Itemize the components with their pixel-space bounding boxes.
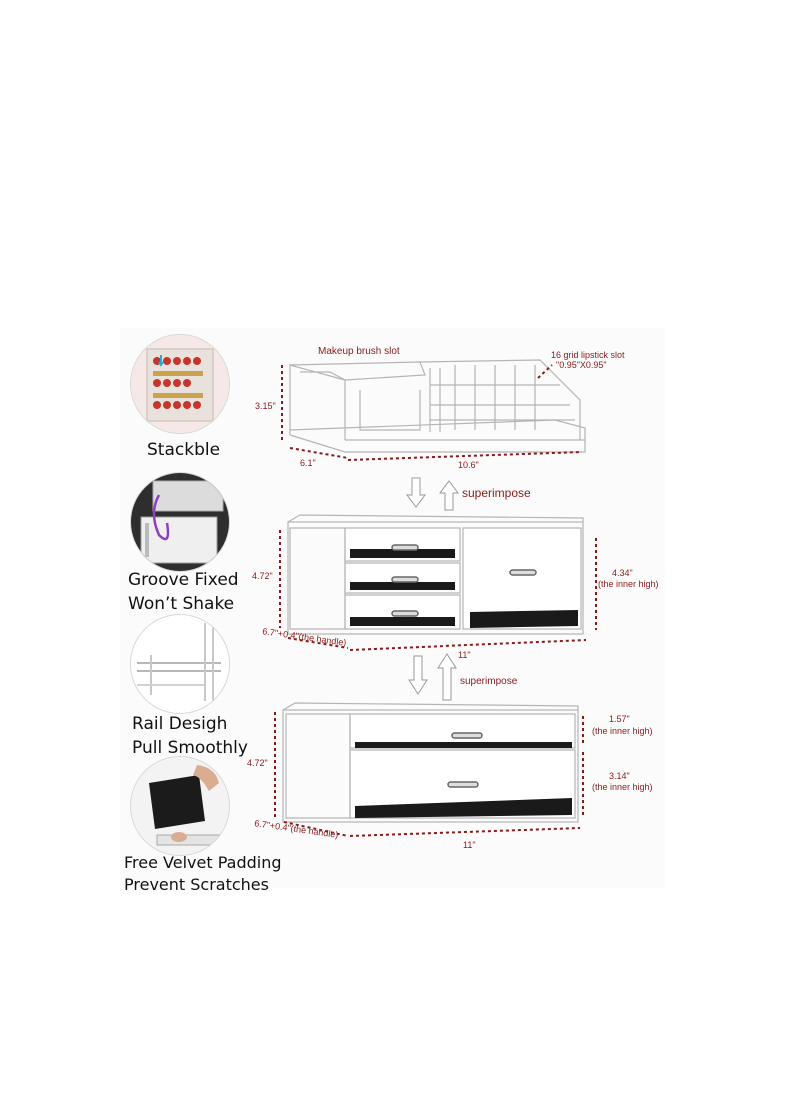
lipstick-slot-label: 16 grid lipstick slot: [551, 350, 625, 360]
groove-photo: [130, 472, 230, 572]
top-height: 3.15": [255, 401, 276, 411]
top-drawer-note: (the inner high): [592, 726, 653, 736]
top-tier: [289, 359, 586, 453]
brush-slot-label: Makeup brush slot: [318, 346, 400, 357]
top-width: 10.6": [458, 460, 479, 470]
feature-groove-line2: Won’t Shake: [128, 594, 235, 614]
superimpose-label-1: superimpose: [462, 486, 531, 500]
superimpose-label-2: superimpose: [460, 676, 518, 687]
bottom-drawer-inner: 3.14": [609, 771, 630, 781]
feature-stackable: Stackble: [147, 440, 221, 460]
middle-inner-height: 4.34": [612, 568, 633, 578]
velvet-photo: [130, 756, 230, 856]
bottom-height: 4.72": [247, 758, 268, 768]
feature-velvet: Free Velvet Padding: [124, 853, 282, 872]
bottom-drawer-note: (the inner high): [592, 782, 653, 792]
middle-inner-note: (the inner high): [598, 579, 659, 589]
rail-photo: [130, 614, 230, 714]
top-depth: 6.1": [300, 458, 316, 468]
lipstick-slot-size: "0.95"X0.95": [556, 360, 607, 370]
feature-rail: Rail Desigh: [132, 714, 228, 734]
middle-height: 4.72": [252, 571, 273, 581]
feature-rail-line2: Pull Smoothly: [132, 738, 248, 758]
feature-velvet-line2: Prevent Scratches: [124, 875, 269, 894]
feature-groove: Groove Fixed: [128, 570, 239, 590]
stackable-photo: [130, 334, 230, 434]
middle-width: 11": [458, 650, 471, 660]
top-drawer-inner: 1.57": [609, 714, 630, 724]
bottom-width: 11": [463, 840, 476, 850]
